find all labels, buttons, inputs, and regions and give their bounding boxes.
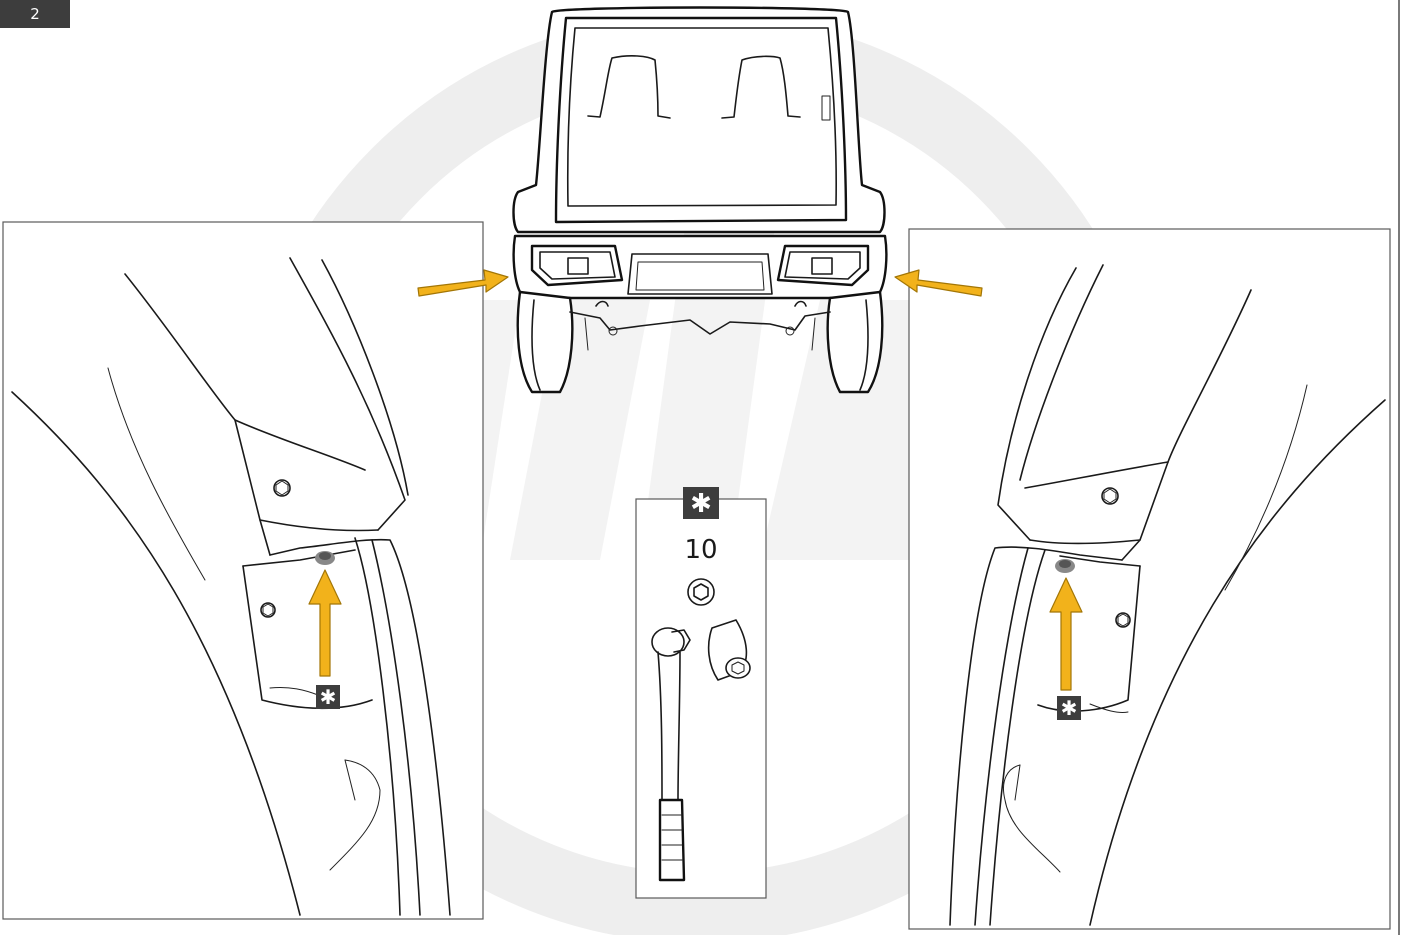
right-rear-wheel xyxy=(826,290,884,394)
right-asterisk-marker: ✱ xyxy=(1057,696,1081,720)
tool-callout-panel: ✱ 10 xyxy=(635,487,767,899)
right-bumper-end xyxy=(949,546,1123,926)
right-upper-screw xyxy=(1101,487,1119,505)
rear-window xyxy=(566,27,837,207)
left-side-arrow xyxy=(417,269,509,297)
right-tail-lamp xyxy=(776,244,870,287)
right-side-arrow xyxy=(894,269,983,297)
right-headrest xyxy=(721,55,801,119)
left-headrest xyxy=(587,55,671,119)
left-up-arrow xyxy=(308,569,342,677)
tool-asterisk-badge xyxy=(683,487,719,519)
socket-icon xyxy=(707,619,751,681)
left-marker-symbol: ✱ xyxy=(320,685,337,709)
left-fender-edge xyxy=(289,257,406,531)
left-upper-screw xyxy=(273,479,291,497)
right-lower-screw xyxy=(1115,612,1131,628)
right-target-bolt xyxy=(1055,559,1075,573)
underbody xyxy=(569,311,831,335)
right-up-arrow xyxy=(1049,577,1083,691)
step-number: 2 xyxy=(30,5,40,23)
page-right-rule xyxy=(1398,0,1400,935)
vehicle-rear-view xyxy=(512,6,888,394)
ratchet-wrench-icon xyxy=(651,627,691,882)
left-wheel-arch xyxy=(11,391,301,916)
left-rear-wheel xyxy=(516,290,574,394)
tool-asterisk-symbol: ✱ xyxy=(690,489,712,519)
left-asterisk-marker: ✱ xyxy=(316,685,340,709)
right-fender-edge xyxy=(997,267,1077,541)
right-mud-bracket xyxy=(1037,565,1141,712)
left-mud-bracket xyxy=(242,565,373,710)
license-plate-recess xyxy=(627,253,773,295)
left-bumper-end xyxy=(269,538,451,916)
right-marker-symbol: ✱ xyxy=(1061,696,1078,720)
right-wheel-arch xyxy=(1089,399,1386,926)
socket-size-label: 10 xyxy=(684,535,717,565)
left-lower-screw xyxy=(260,602,276,618)
left-target-bolt xyxy=(315,551,335,565)
left-tail-lamp xyxy=(530,244,624,287)
step-number-badge: 2 xyxy=(0,0,70,28)
right-detail-panel: ✱ xyxy=(908,228,1391,930)
left-detail-panel: ✱ xyxy=(2,221,484,920)
hex-socket-icon xyxy=(687,578,715,606)
